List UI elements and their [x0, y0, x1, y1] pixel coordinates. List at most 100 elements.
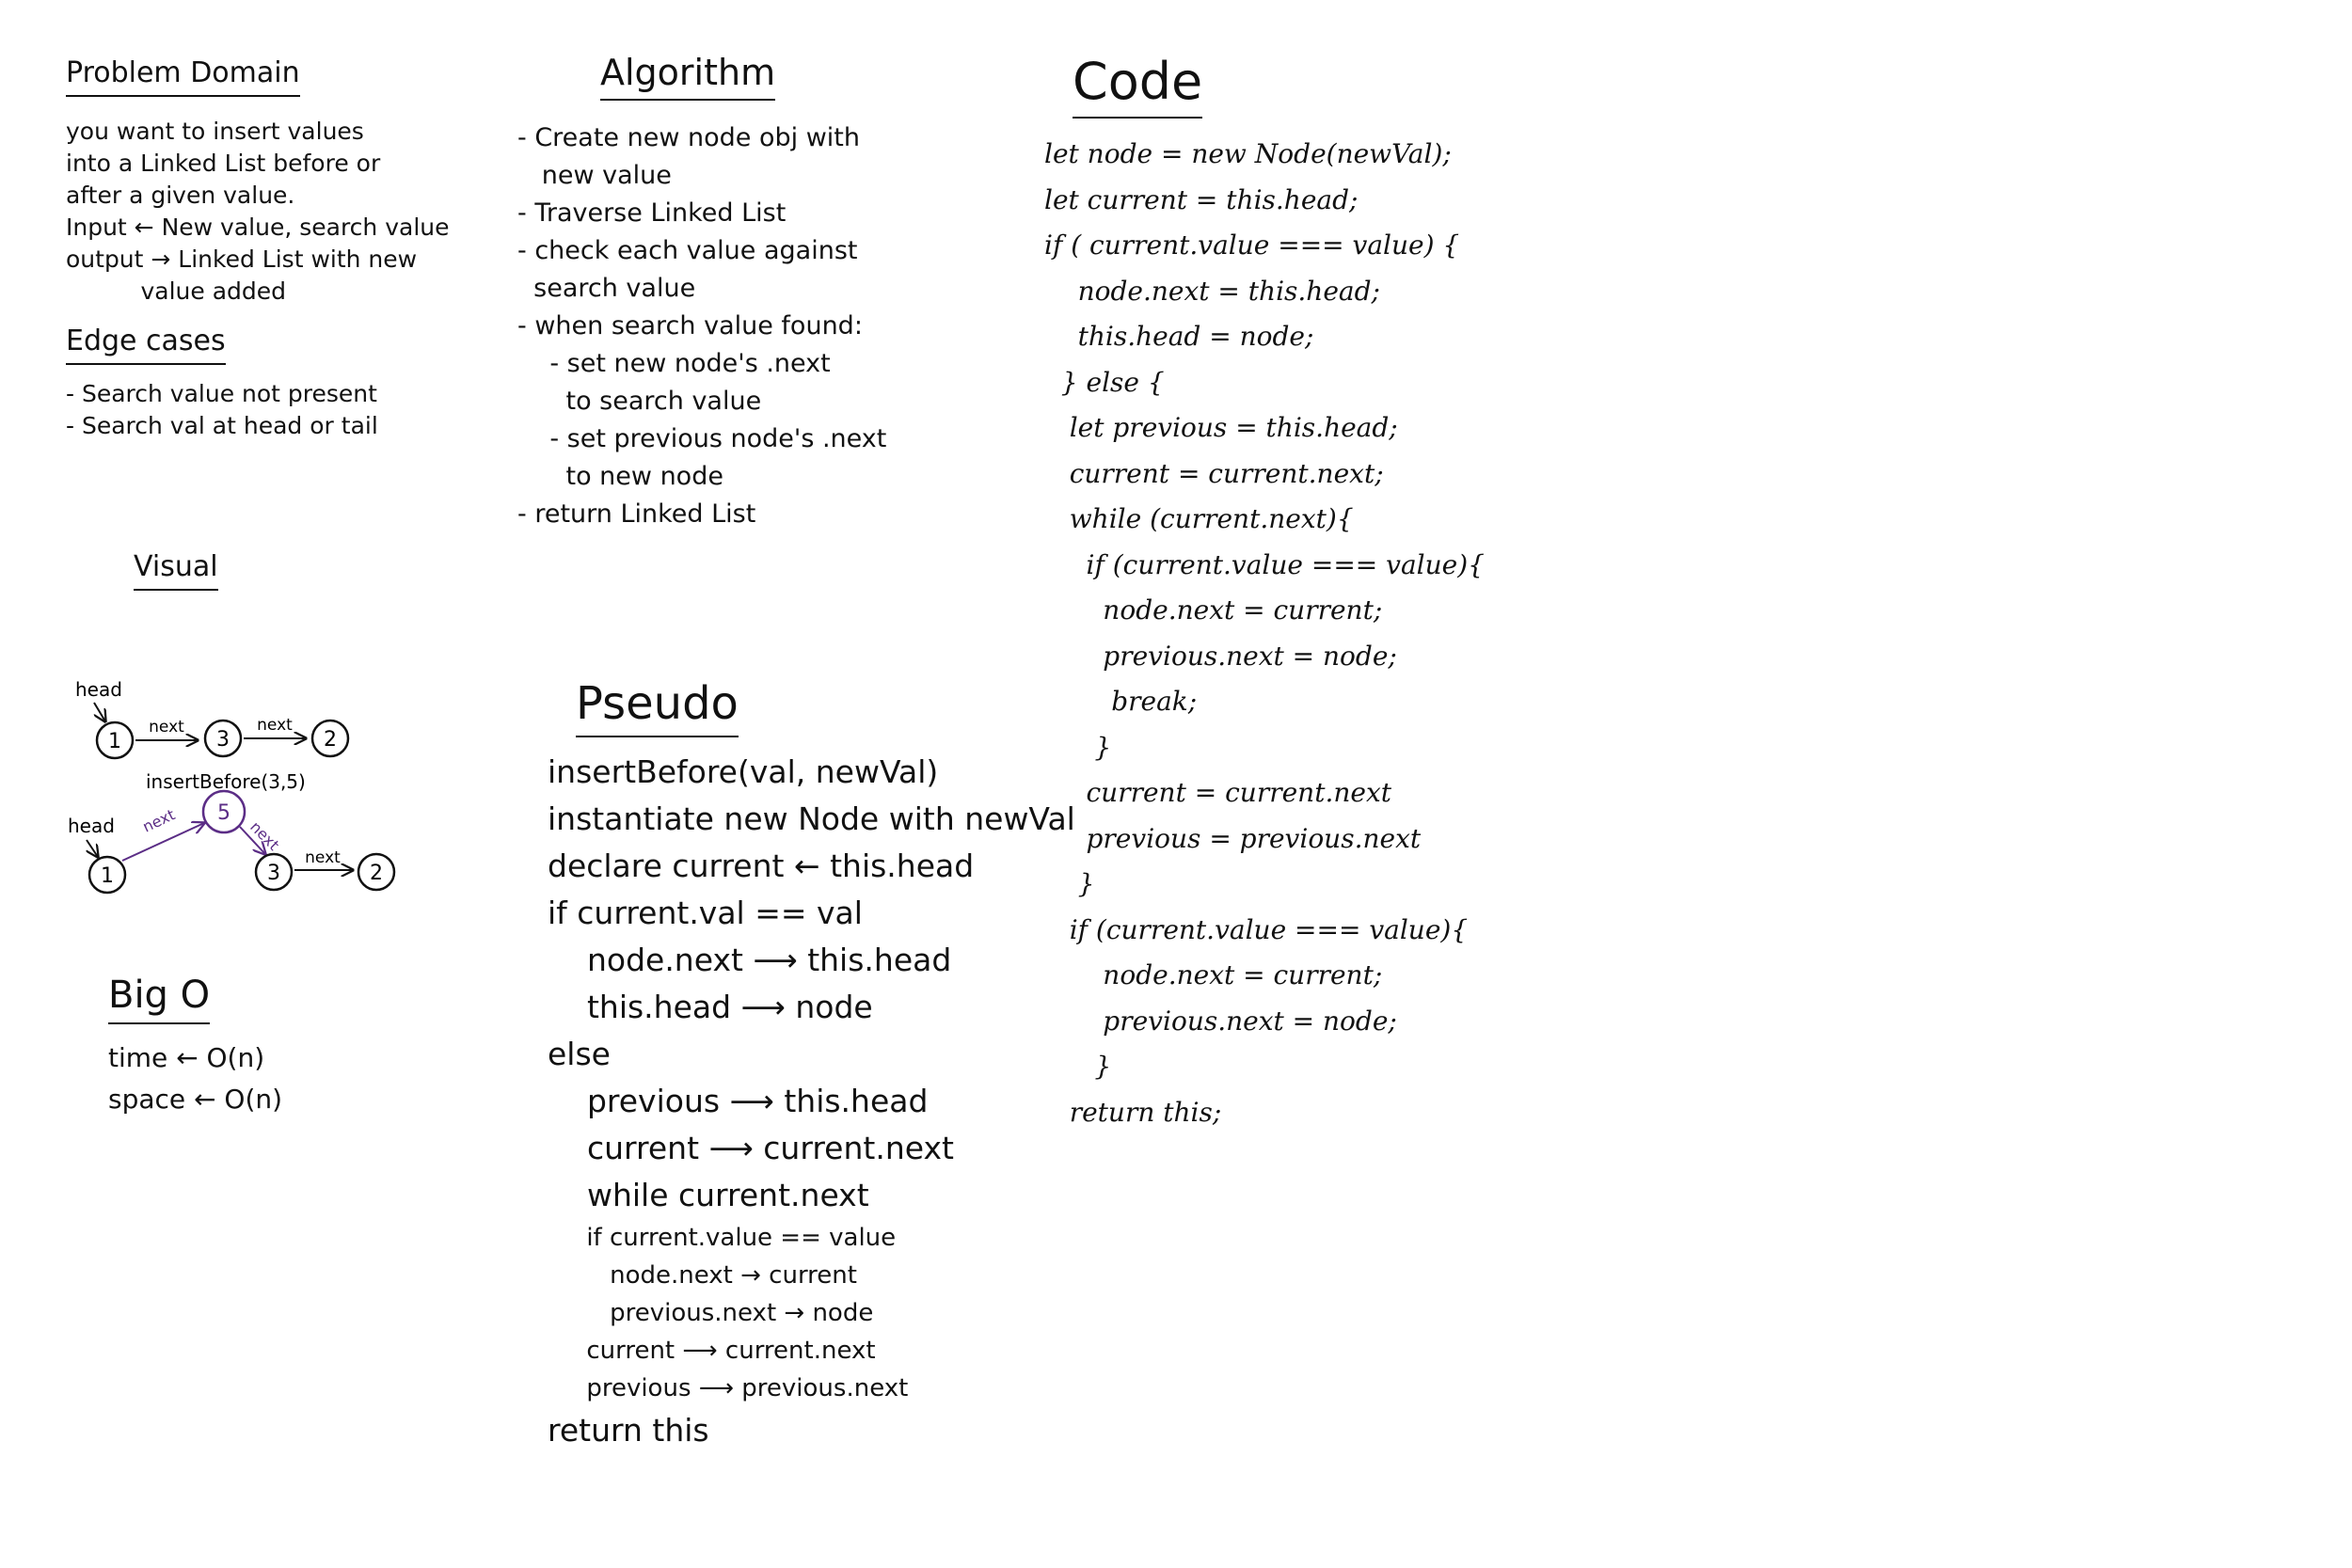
problem-line: Input ← New value, search value: [66, 214, 450, 241]
edge-case-item: - Search val at head or tail: [66, 412, 378, 439]
code-line: let previous = this.head;: [1044, 412, 1398, 443]
pseudo-line: previous ⟶ previous.next: [548, 1374, 909, 1402]
code-line: break;: [1044, 686, 1198, 717]
pseudo-line: current ⟶ current.next: [548, 1130, 954, 1166]
algorithm-step: - Create new node obj with: [517, 123, 860, 152]
algorithm-steps: - Create new node obj with new value - T…: [517, 119, 1007, 533]
pseudo-heading: Pseudo: [576, 677, 739, 737]
code-line: current = current.next: [1044, 777, 1392, 808]
node-value: 3: [267, 862, 280, 885]
pseudo-line: current ⟶ current.next: [548, 1337, 876, 1365]
code-line: let node = new Node(newVal);: [1044, 138, 1452, 169]
edge-cases-list: - Search value not present - Search val …: [66, 378, 508, 442]
algorithm-step: - set new node's .next: [517, 349, 831, 378]
code-line: }: [1044, 731, 1112, 763]
visual-section: Visual head 1 next 3 next 2 insertBefore…: [56, 550, 414, 936]
code-line: previous.next = node;: [1044, 1005, 1397, 1037]
algorithm-step: - Traverse Linked List: [517, 198, 787, 228]
node-value: 2: [324, 728, 337, 752]
head-label: head: [75, 678, 122, 701]
pseudo-code-block: insertBefore(val, newVal) instantiate ne…: [548, 749, 1131, 1454]
pseudo-line: insertBefore(val, newVal): [548, 753, 939, 790]
algorithm-section: Algorithm - Create new node obj with new…: [517, 52, 1007, 533]
problem-line: after a given value.: [66, 182, 295, 209]
code-line: let current = this.head;: [1044, 183, 1359, 215]
linked-list-diagram: head 1 next 3 next 2 insertBefore(3,5) 5…: [68, 678, 396, 895]
algorithm-step: to search value: [517, 387, 762, 416]
node-value: 1: [101, 864, 114, 888]
algorithm-step: new value: [517, 161, 672, 190]
code-line: previous = previous.next: [1044, 822, 1422, 854]
code-line: } else {: [1044, 366, 1165, 398]
list-node: [254, 852, 294, 892]
new-node-value: 5: [217, 801, 230, 825]
edge-label: next: [246, 817, 283, 854]
big-o-heading: Big O: [108, 974, 211, 1024]
code-heading: Code: [1073, 52, 1203, 119]
algorithm-step: - when search value found:: [517, 311, 863, 341]
node-value: 1: [108, 730, 121, 753]
algorithm-step: search value: [517, 274, 696, 303]
problem-line: output → Linked List with new: [66, 245, 418, 273]
algorithm-step: - return Linked List: [517, 499, 756, 529]
pseudo-line: previous.next → node: [548, 1299, 874, 1327]
pseudo-line: if current.value == value: [548, 1224, 897, 1252]
list-node: [87, 855, 127, 895]
code-line: }: [1044, 1051, 1112, 1082]
algorithm-step: - check each value against: [517, 236, 858, 265]
visual-heading: Visual: [134, 550, 218, 591]
edge-label: next: [140, 805, 178, 835]
code-line: while (current.next){: [1044, 503, 1354, 534]
edge-case-item: - Search value not present: [66, 380, 377, 407]
code-line: node.next = current;: [1044, 594, 1383, 626]
insert-call-label: insertBefore(3,5): [146, 770, 306, 793]
code-line: node.next = this.head;: [1044, 275, 1380, 307]
code-line: current = current.next;: [1044, 457, 1384, 489]
next-arrow-to-new-node: [121, 823, 204, 862]
pseudo-section: Pseudo insertBefore(val, newVal) instant…: [548, 677, 1131, 1454]
pseudo-line: else: [548, 1036, 611, 1072]
list-node: [95, 721, 135, 760]
problem-line: value added: [66, 277, 287, 305]
new-node: [201, 789, 246, 834]
diagram-before: head 1 next 3 next 2: [75, 678, 350, 760]
pseudo-line: return this: [548, 1412, 709, 1449]
code-line: previous.next = node;: [1044, 640, 1397, 672]
space-complexity: space ← O(n): [108, 1084, 283, 1115]
next-arrow-from-new-node: [239, 826, 265, 854]
problem-domain-text: you want to insert values into a Linked …: [66, 116, 508, 308]
pseudo-line: node.next → current: [548, 1261, 857, 1290]
problem-domain-section: Problem Domain you want to insert values…: [66, 56, 508, 442]
pseudo-line: this.head ⟶ node: [548, 989, 873, 1025]
list-node: [357, 852, 396, 892]
problem-line: into a Linked List before or: [66, 150, 381, 177]
code-line: node.next = current;: [1044, 959, 1383, 990]
node-value: 2: [370, 862, 383, 885]
head-pointer-arrow: [93, 702, 105, 721]
node-value: 3: [216, 728, 230, 752]
pseudo-line: while current.next: [548, 1177, 869, 1213]
edge-label: next: [257, 716, 293, 735]
edge-cases-heading: Edge cases: [66, 325, 226, 365]
code-line: if (current.value === value){: [1044, 548, 1485, 580]
pseudo-line: previous ⟶ this.head: [548, 1083, 929, 1119]
time-complexity: time ← O(n): [108, 1042, 265, 1073]
pseudo-line: declare current ← this.head: [548, 847, 975, 884]
problem-domain-heading: Problem Domain: [66, 56, 300, 97]
pseudo-line: if current.val == val: [548, 895, 863, 931]
pseudo-line: node.next ⟶ this.head: [548, 942, 952, 978]
pseudo-line: instantiate new Node with newVal: [548, 800, 1075, 837]
diagram-after: 5 head 1 next next 3 next 2: [68, 789, 396, 895]
problem-line: you want to insert values: [66, 118, 364, 145]
algorithm-step: to new node: [517, 462, 723, 491]
edge-label: next: [149, 718, 184, 736]
list-node: [310, 719, 350, 758]
code-section: Code let node = new Node(newVal); let cu…: [1044, 52, 1646, 1135]
list-node: [203, 719, 243, 758]
algorithm-step: - set previous node's .next: [517, 424, 887, 453]
big-o-section: Big O time ← O(n) space ← O(n): [108, 974, 409, 1120]
code-block: let node = new Node(newVal); let current…: [1044, 132, 1646, 1135]
code-line: this.head = node;: [1044, 321, 1314, 352]
edge-label: next: [305, 848, 341, 867]
algorithm-heading: Algorithm: [600, 52, 776, 101]
